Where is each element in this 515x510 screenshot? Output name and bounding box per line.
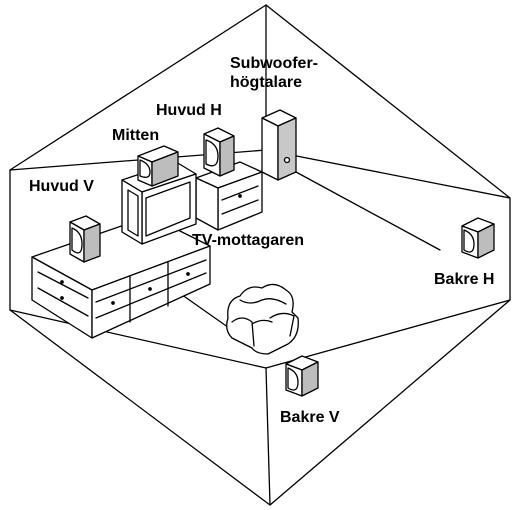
rear-left-speaker xyxy=(285,355,319,397)
subwoofer xyxy=(261,109,297,181)
front-right-speaker xyxy=(203,127,235,177)
rear-right-speaker xyxy=(461,217,495,259)
tv-cabinet xyxy=(31,215,211,339)
side-cabinet xyxy=(195,161,263,231)
center-label: Mitten xyxy=(112,127,160,144)
front-left-speaker xyxy=(69,215,101,263)
front-left-label: Huvud V xyxy=(29,178,94,195)
front-right-label: Huvud H xyxy=(156,102,222,119)
floor-lines xyxy=(177,171,441,331)
rear-left-label: Bakre V xyxy=(280,409,340,426)
rear-right-label: Bakre H xyxy=(434,271,495,288)
subwoofer-label-line1: Subwoofer- xyxy=(230,55,318,72)
center-speaker xyxy=(137,145,179,187)
tv-label: TV-mottagaren xyxy=(192,232,305,249)
subwoofer-label-line2: högtalare xyxy=(230,74,303,91)
armchair xyxy=(226,283,299,355)
